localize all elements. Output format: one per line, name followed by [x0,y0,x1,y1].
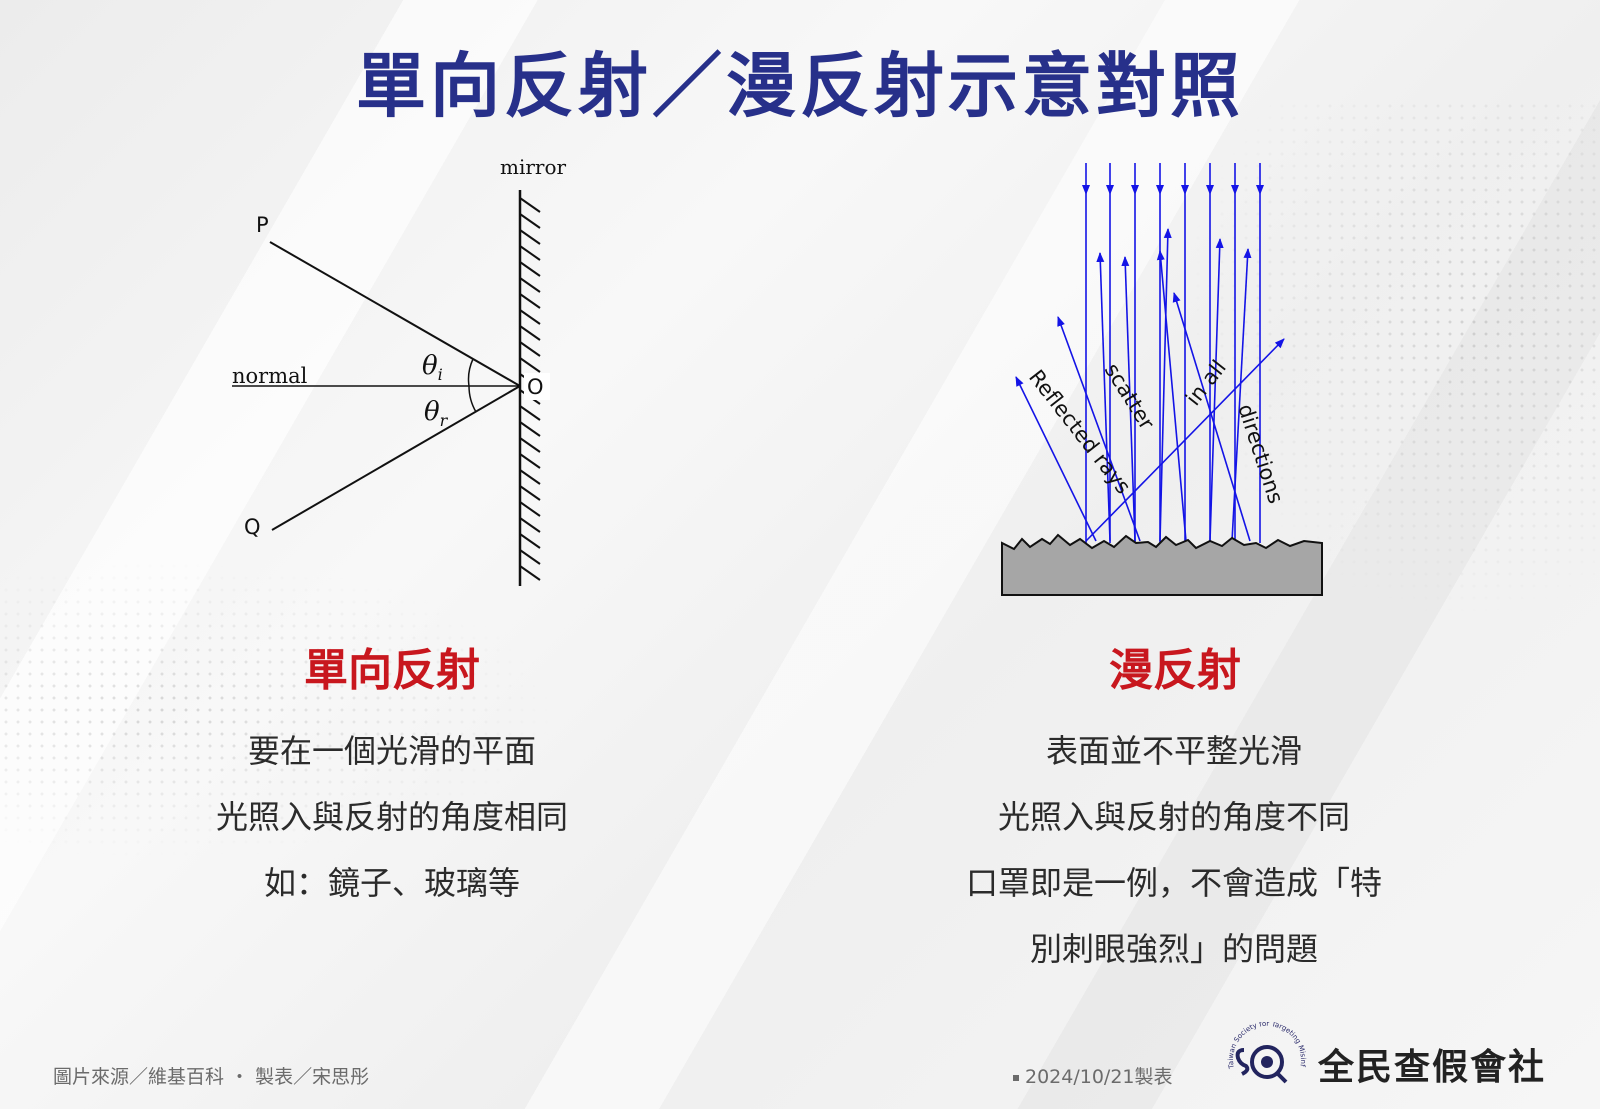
theta-r-subscript: r [440,411,449,430]
mirror-hatch-line [519,533,541,549]
mirror-hatch-line [519,197,541,213]
diffuse-heading: 漫反射 [1109,645,1241,696]
mirror-hatch-line [519,485,541,501]
specular-reflection-diagram: mirror normal P Q O θi θr [232,155,567,586]
specular-description: 要在一個光滑的平面 光照入與反射的角度相同 如：鏡子、玻璃等 [42,718,742,916]
brand-logo: Taiwan Society for Targeting Misinformat… [1222,1022,1307,1084]
normal-label: normal [232,364,308,388]
theta-i-label: θi [422,351,443,384]
arrow-down-icon [1206,185,1214,195]
arrow-down-icon [1256,185,1264,195]
incident-rays [1082,163,1264,543]
in-all-label: in all [1181,356,1231,410]
page-title: 單向反射／漫反射示意對照 [356,45,1244,127]
scattered-ray [1085,338,1285,542]
scattered-ray [1159,228,1172,542]
scattered-ray [1156,250,1187,542]
mirror-hatching [519,197,541,581]
point-q-label: Q [244,515,261,539]
mirror-hatch-line [519,453,541,469]
theta-i-symbol: θ [422,351,438,381]
mirror-hatch-line [519,565,541,581]
scattered-ray [1015,376,1097,542]
theta-i-subscript: i [438,365,443,384]
mirror-hatch-line [519,549,541,565]
date-stamp: 2024/10/21製表 [1013,1062,1173,1089]
specular-heading: 單向反射 [304,645,480,696]
mirror-hatch-line [519,341,541,357]
scattered-ray [1209,238,1224,542]
point-p-label: P [256,213,269,237]
diffuse-line-2: 光照入與反射的角度不同 [997,798,1350,836]
brand-name: 全民查假會社 [1318,1047,1547,1088]
mirror-hatch-line [519,405,541,421]
theta-r-symbol: θ [424,397,440,427]
mirror-hatch-line [519,293,541,309]
mirror-hatch-line [519,213,541,229]
point-o-box [524,373,550,400]
angle-arc-reflected [468,385,477,413]
logo-pupil-icon [1261,1056,1273,1068]
image-source-credit: 圖片來源／維基百科 ・ 製表／宋思彤 [53,1066,370,1088]
arrow-down-icon [1106,185,1114,195]
scattered-ray [1172,292,1251,542]
specular-line-1: 要在一個光滑的平面 [247,732,536,770]
specular-line-3: 如：鏡子、玻璃等 [263,864,520,902]
mirror-hatch-line [519,437,541,453]
diffuse-line-4: 別刺眼強烈」的問題 [1029,930,1318,968]
mirror-hatch-line [519,501,541,517]
scattered-rays [1015,228,1285,542]
point-o-label: O [527,375,544,399]
date-text: 2024/10/21製表 [1025,1066,1173,1088]
angle-arc-incident [467,358,474,387]
directions-label: directions [1233,401,1288,506]
logo-s-icon [1235,1048,1250,1076]
mirror-hatch-line [519,277,541,293]
bullet-square-icon [1013,1074,1019,1081]
mirror-hatch-line [519,245,541,261]
theta-r-label: θr [424,397,449,430]
reflected-ray [271,385,521,531]
diffuse-line-1: 表面並不平整光滑 [1045,732,1302,770]
mirror-hatch-line [519,229,541,245]
mirror-hatch-line [519,309,541,325]
arrow-down-icon [1082,185,1090,195]
scattered-ray [1057,316,1141,542]
mirror-hatch-line [519,261,541,277]
mirror-hatch-line [519,325,541,341]
mirror-hatch-line [519,357,541,373]
diffuse-line-3: 口罩即是一例，不會造成「特 [965,864,1382,902]
arrow-down-icon [1156,185,1164,195]
mirror-hatch-line [519,421,541,437]
logo-eye-icon [1250,1045,1284,1079]
mirror-hatch-line [519,469,541,485]
diffuse-description: 表面並不平整光滑 光照入與反射的角度不同 口罩即是一例，不會造成「特 別刺眼強烈… [824,718,1524,982]
logo-tail-icon [1276,1072,1288,1084]
arrow-down-icon [1231,185,1239,195]
rough-surface [1001,533,1323,596]
specular-line-2: 光照入與反射的角度相同 [215,798,568,836]
arrow-down-icon [1131,185,1139,195]
diffuse-reflection-diagram: Reflected rays scatter in all directions [1001,163,1323,596]
scattered-ray [1096,252,1111,542]
arrow-down-icon [1181,185,1189,195]
mirror-label: mirror [500,155,567,179]
incident-ray [269,241,521,387]
mirror-hatch-line [519,517,541,533]
